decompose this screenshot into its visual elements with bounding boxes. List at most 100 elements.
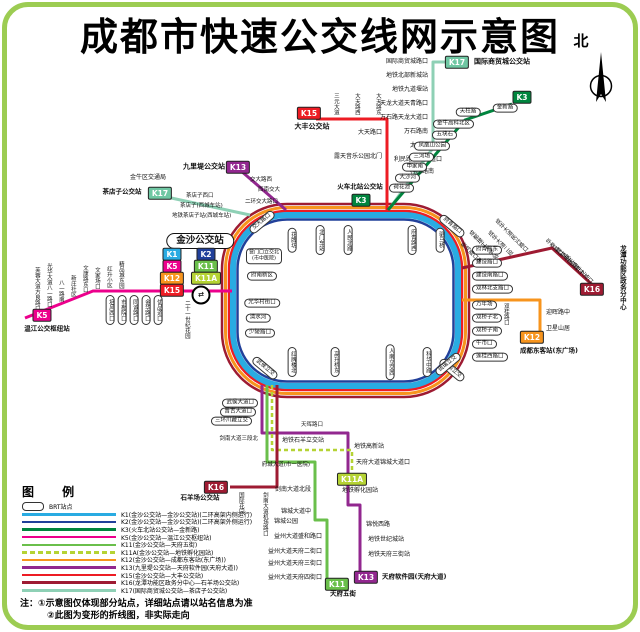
badge-K17-5: K17 bbox=[147, 186, 173, 200]
brt-station-label: BRT站点 bbox=[49, 504, 73, 512]
legend-row-K11: K11(金沙公交站—天府五街) bbox=[22, 541, 252, 549]
label-锦城大道中: 锦城大道中 bbox=[280, 507, 311, 515]
label-地铁高新站: 地铁高新站 bbox=[354, 442, 385, 450]
label-卫星山居: 卫星山居 bbox=[546, 324, 571, 332]
station-建设南路口: 建设南路口 bbox=[472, 271, 508, 281]
legend-row-K15: K15(金沙公交站—大丰公交站) bbox=[22, 571, 252, 580]
legend-label-K5: K5(金沙公交站—温江公交枢纽站) bbox=[121, 534, 212, 542]
line-k12-east bbox=[462, 298, 542, 340]
line-k13-south bbox=[260, 385, 362, 578]
legend-row-K12: K12(金沙公交站—成都东客站(东广场)) bbox=[22, 556, 252, 564]
station-科华中路: 科华中路 bbox=[422, 347, 432, 377]
label-龙潭功能区政务分中心: 龙潭功能区政务分中心 bbox=[618, 245, 627, 310]
station-荷花池: 荷花池 bbox=[389, 183, 414, 193]
station-人南立交西: 人南立交西 bbox=[385, 344, 395, 380]
label-地铁孵化园站: 地铁孵化园站 bbox=[341, 486, 379, 494]
badge-K16-16: K16 bbox=[203, 480, 229, 494]
station-天柱路: 天柱路 bbox=[455, 107, 481, 117]
note-line-1: 注：①示意图仅体现部分站点，详细站点请以站名信息为准 bbox=[20, 599, 253, 609]
label-益州大道盛和路口: 益州大道盛和路口 bbox=[273, 532, 322, 540]
badge-K16-14: K16 bbox=[579, 282, 605, 296]
station-万年场: 万年场 bbox=[472, 300, 497, 310]
label-地铁世纪城站: 地铁世纪城站 bbox=[368, 535, 405, 543]
badge-K13-17: K13 bbox=[353, 570, 379, 584]
station-府南新区: 府南新区 bbox=[246, 271, 278, 281]
station-牛市口: 牛市口 bbox=[472, 339, 497, 349]
station-大沙河: 大沙河 bbox=[395, 173, 420, 183]
station-五块石: 五块石 bbox=[432, 130, 457, 140]
label-茶店子公交站: 茶店子公交站 bbox=[102, 187, 142, 196]
label-地铁九道堰站: 地铁九道堰站 bbox=[391, 85, 428, 93]
legend-label-K12: K12(金沙公交站—成都东客站(东广场)) bbox=[121, 557, 226, 565]
station-金牛高科北区: 金牛高科北区 bbox=[432, 119, 474, 129]
legend-label-K13: K13(九里堤公交站—天府软件园(天府大道)) bbox=[121, 565, 238, 573]
legend-label-K15: K15(金沙公交站—大丰公交站) bbox=[121, 572, 204, 580]
label-迎晖路中: 迎晖路中 bbox=[546, 308, 571, 316]
label-剑南大道北段: 剑南大道北段 bbox=[274, 485, 311, 493]
label-国际花园: 国际花园 bbox=[237, 492, 244, 514]
legend-swatch-K2 bbox=[22, 520, 116, 524]
station-优品道口: 优品道口 bbox=[153, 295, 163, 325]
label-地铁石羊立交站: 地铁石羊立交站 bbox=[282, 436, 325, 444]
label-益州大道天府三街口: 益州大道天府三街口 bbox=[267, 559, 322, 567]
legend-swatch-K11A bbox=[22, 551, 116, 554]
legend: 图 例 BRT站点 K1(金沙公交站—金沙公交站)(二环高架内侧运行)K2(金沙… bbox=[22, 483, 253, 595]
label-新庄社区: 新庄社区 bbox=[69, 275, 76, 297]
label-金牛区交通局: 金牛区交通局 bbox=[129, 173, 167, 181]
label-光华大道八一路口: 光华大道八一路口 bbox=[45, 263, 52, 307]
station-培风西口: 培风西口 bbox=[105, 295, 115, 325]
station-三河场: 三河场 bbox=[409, 152, 434, 162]
legend-row-K13: K13(九里堤公交站—天府软件园(天府大道)) bbox=[22, 564, 252, 572]
brt-station-symbol bbox=[22, 502, 44, 512]
label-八一路南: 八一路南 bbox=[57, 280, 64, 302]
legend-label-K11: K11(金沙公交站—天府五街) bbox=[121, 542, 198, 550]
station-高升桥东: 高升桥东 bbox=[330, 347, 340, 377]
line-k17-west bbox=[161, 194, 251, 217]
legend-swatch-K12 bbox=[22, 558, 116, 562]
badge-K11A-12: K11A bbox=[190, 271, 222, 285]
legend-row-K17: K17(国际商贸城公交站—茶店子公交站) bbox=[22, 587, 252, 595]
legend-swatch-K5 bbox=[22, 535, 116, 539]
line-k13-north bbox=[239, 168, 287, 212]
label-精品城东园: 精品城东园 bbox=[117, 260, 124, 289]
badge-K11-10: K11 bbox=[193, 259, 219, 273]
label-文康路东口: 文康路东口 bbox=[81, 264, 88, 293]
badge-K5-6: K5 bbox=[32, 308, 52, 322]
station-建设路口: 建设路口 bbox=[472, 258, 503, 268]
label-天府五街: 天府五街 bbox=[330, 589, 356, 598]
line-k11a bbox=[270, 385, 354, 478]
station-清水河: 清水河 bbox=[245, 313, 271, 323]
badge-K15-1: K15 bbox=[296, 106, 322, 120]
station-双林北支路口: 双林北支路口 bbox=[472, 284, 514, 294]
legend-swatch-K17 bbox=[22, 589, 116, 592]
legend-swatch-K15 bbox=[22, 573, 116, 577]
legend-label-K17: K17(国际商贸城公交站—茶店子公交站) bbox=[121, 587, 228, 595]
legend-swatch-K3 bbox=[22, 528, 116, 531]
badge-K12-11: K12 bbox=[159, 271, 185, 285]
line-k11-south bbox=[265, 385, 329, 586]
label-国际商贸城公交站: 国际商贸城公交站 bbox=[474, 57, 530, 66]
label-三元大道: 三元大道 bbox=[332, 93, 339, 115]
legend-row-K5: K5(金沙公交站—温江公交枢纽站) bbox=[22, 533, 252, 542]
label-天府大道锦城大道口: 天府大道锦城大道口 bbox=[356, 458, 411, 466]
legend-swatch-K13 bbox=[22, 566, 116, 569]
legend-label-K1: K1(金沙公交站—金沙公交站)(二环高架内侧运行) bbox=[121, 511, 253, 519]
label-露天音乐公园北门: 露天音乐公园北门 bbox=[333, 152, 382, 160]
badge-K17-0: K17 bbox=[444, 55, 470, 69]
station-光华村街口: 光华村街口 bbox=[244, 298, 280, 308]
label-锦悦西路: 锦悦西路 bbox=[366, 520, 391, 528]
label-益州大道天府四街口: 益州大道天府四街口 bbox=[267, 573, 322, 581]
label-剑南大道三段北: 剑南大道三段北 bbox=[219, 436, 258, 443]
label-益州大道天府二街口: 益州大道天府二街口 bbox=[267, 547, 322, 555]
label-大天路口: 大天路口 bbox=[357, 128, 382, 136]
label-剑南大道机场路口: 剑南大道机场路口 bbox=[261, 492, 268, 536]
map-notes: 注：①示意图仅体现部分站点，详细站点请以站名信息为准 ②此图为变形的折线图，非实… bbox=[20, 598, 253, 622]
station-营门口立交北市中医院: 营门口立交北 (市中医院) bbox=[245, 248, 283, 264]
station-少陵路口: 少陵路口 bbox=[244, 328, 276, 338]
page-title: 成都市快速公交线网示意图 bbox=[79, 15, 560, 59]
legend-row-K2: K2(金沙公交站—金沙公交站)(二环高架外侧运行) bbox=[22, 518, 252, 526]
label-火车北站公交站: 火车北站公交站 bbox=[337, 182, 383, 191]
label-九里堤公交站: 九里堤公交站 bbox=[183, 162, 225, 171]
label-红升小区: 红升小区 bbox=[105, 266, 112, 288]
station-金沙公交站: 金沙公交站 bbox=[166, 233, 234, 249]
